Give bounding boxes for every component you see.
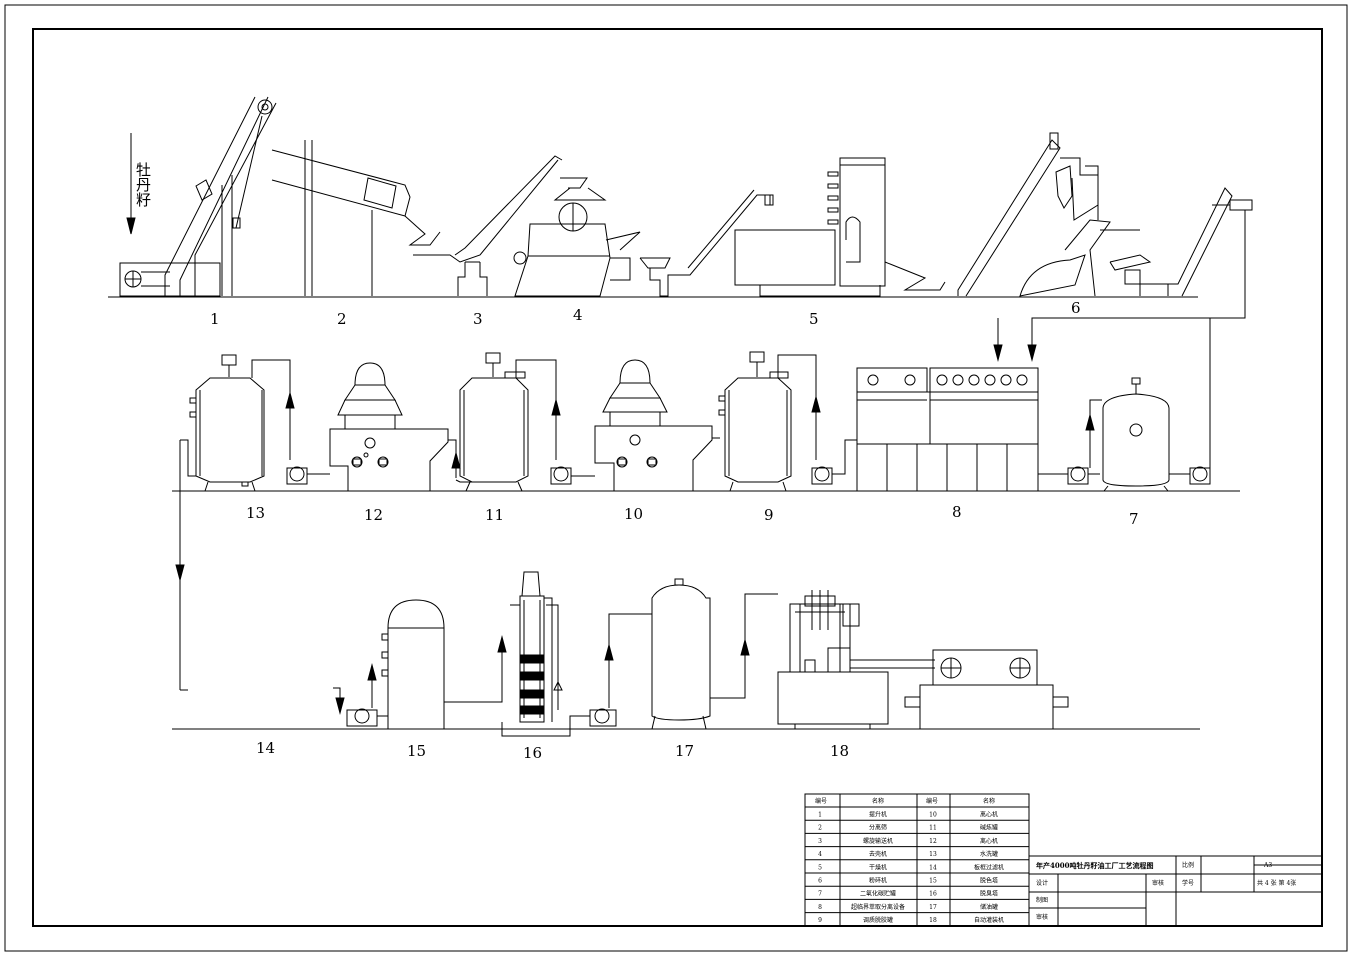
legend-row-number: 1 xyxy=(818,812,822,819)
equipment-8-supercritical-extraction xyxy=(856,367,1039,492)
label-3: 3 xyxy=(473,310,483,328)
drawing-title: 年产4000吨牡丹籽油工厂工艺流程图 xyxy=(1036,861,1153,870)
legend-row-number: 11 xyxy=(929,825,937,832)
label-5: 5 xyxy=(809,310,819,328)
legend-header-name1: 名称 xyxy=(872,797,884,805)
legend-row-number: 8 xyxy=(818,904,822,911)
inner-border xyxy=(32,28,1323,927)
legend-header-no1: 编号 xyxy=(815,797,827,805)
legend-row-name: 干燥机 xyxy=(869,863,887,871)
legend-row-number: 5 xyxy=(818,864,822,871)
legend-row-name: 板框过滤机 xyxy=(974,863,1004,871)
equipment-4-dehuller xyxy=(513,177,641,297)
label-1: 1 xyxy=(210,310,220,328)
legend-row-number: 3 xyxy=(818,838,822,845)
legend-row-number: 2 xyxy=(818,825,822,832)
review-label: 审核 xyxy=(1036,913,1048,921)
legend-row-name: 螺旋输送机 xyxy=(863,837,893,845)
label-6: 6 xyxy=(1071,299,1081,317)
label-10: 10 xyxy=(624,505,643,523)
label-8: 8 xyxy=(952,503,962,521)
label-13: 13 xyxy=(246,504,265,522)
legend-row-number: 17 xyxy=(929,904,937,911)
legend-row-number: 15 xyxy=(929,878,937,885)
label-14: 14 xyxy=(256,739,275,757)
legend-table: 1 提升机 10 离心机 2 分离筛 11 碱炼罐 3 螺旋输送机 12 离心机 4 去壳机 13 水洗罐 5 干… xyxy=(804,793,1030,927)
equipment-10-centrifuge xyxy=(571,359,720,492)
label-9: 9 xyxy=(764,506,774,524)
label-7: 7 xyxy=(1129,510,1139,528)
legend-row-name: 自动灌装机 xyxy=(974,916,1004,924)
equipment-11-alkali-tank xyxy=(455,352,572,492)
feed-arrow xyxy=(126,133,136,235)
equipment-3-screw-conveyor xyxy=(413,155,563,296)
label-16: 16 xyxy=(523,744,542,762)
legend-row-number: 16 xyxy=(929,891,937,898)
legend-header-no2: 编号 xyxy=(926,797,938,805)
equipment-6-crusher xyxy=(957,132,1253,470)
drawing-no-label: 学号 xyxy=(1182,879,1194,887)
equipment-7-co2-tank xyxy=(1038,377,1211,492)
equipment-1-elevator xyxy=(119,96,277,297)
label-17: 17 xyxy=(675,742,694,760)
label-18: 18 xyxy=(830,742,849,760)
legend-row-number: 4 xyxy=(818,851,822,858)
legend-row-name: 粉碎机 xyxy=(869,877,887,885)
legend-row-name: 脱臭塔 xyxy=(980,890,998,898)
equipment-17-oil-storage-tank xyxy=(589,578,778,730)
equipment-5-dryer xyxy=(734,157,946,297)
equipment-16-deodorizing-tower xyxy=(500,571,590,737)
legend-row-number: 12 xyxy=(929,838,937,845)
equipment-14-plate-filter xyxy=(180,687,388,727)
label-12: 12 xyxy=(364,506,383,524)
equipment-9-degumming-tank xyxy=(718,351,857,492)
legend-row-name: 调质脱胶罐 xyxy=(863,916,893,924)
label-2: 2 xyxy=(337,310,347,328)
label-15: 15 xyxy=(407,742,426,760)
legend-row-number: 18 xyxy=(929,917,937,924)
sheet-info: 共 4 张 第 4张 xyxy=(1257,879,1296,887)
equipment-12-centrifuge xyxy=(329,362,461,492)
legend-row-number: 7 xyxy=(818,891,822,898)
legend-row-number: 10 xyxy=(929,812,937,819)
legend-row-number: 13 xyxy=(929,851,937,858)
legend-header-name2: 名称 xyxy=(983,797,995,805)
legend-row-name: 分离筛 xyxy=(869,824,887,832)
legend-row-number: 6 xyxy=(818,878,822,885)
legend-row-number: 9 xyxy=(818,917,822,924)
legend-row-name: 离心机 xyxy=(980,837,998,845)
legend-row-name: 水洗罐 xyxy=(980,850,998,858)
outer-border xyxy=(4,4,1348,952)
approve-label: 审核 xyxy=(1152,879,1164,887)
label-4: 4 xyxy=(573,306,583,324)
equipment-2-separating-screen xyxy=(271,140,441,296)
legend-row-name: 碱炼罐 xyxy=(980,824,998,832)
equipment-15-decolorizing-tower xyxy=(367,599,507,730)
transfer-hopper-a xyxy=(639,189,774,297)
feed-label: 牡丹籽 xyxy=(134,162,152,208)
legend-row-name: 超临界萃取分离设备 xyxy=(851,903,905,911)
scale-label: 比例 xyxy=(1182,861,1194,869)
legend-row-name: 提升机 xyxy=(869,811,887,819)
legend-row-name: 去壳机 xyxy=(869,850,887,858)
label-11: 11 xyxy=(485,506,504,524)
legend-row-name: 脱色塔 xyxy=(980,877,998,885)
equipment-13-washing-tank xyxy=(175,354,330,690)
legend-row-name: 离心机 xyxy=(980,811,998,819)
equipment-18-filling-machine xyxy=(777,590,1069,730)
scale-value: A3 xyxy=(1263,862,1272,869)
title-block: 年产4000吨牡丹籽油工厂工艺流程图 比例 A3 设计 审核 学号 共 4 张 … xyxy=(1028,855,1323,927)
design-label: 设计 xyxy=(1036,879,1048,887)
equipment-number-labels: 1 2 3 4 5 6 7 8 9 10 11 12 13 14 15 16 1… xyxy=(210,299,1139,762)
legend-row-name: 二氧化碳贮罐 xyxy=(860,890,896,898)
legend-row-number: 14 xyxy=(929,864,937,871)
draw-label: 制图 xyxy=(1036,896,1048,904)
legend-row-name: 储油罐 xyxy=(980,903,998,911)
